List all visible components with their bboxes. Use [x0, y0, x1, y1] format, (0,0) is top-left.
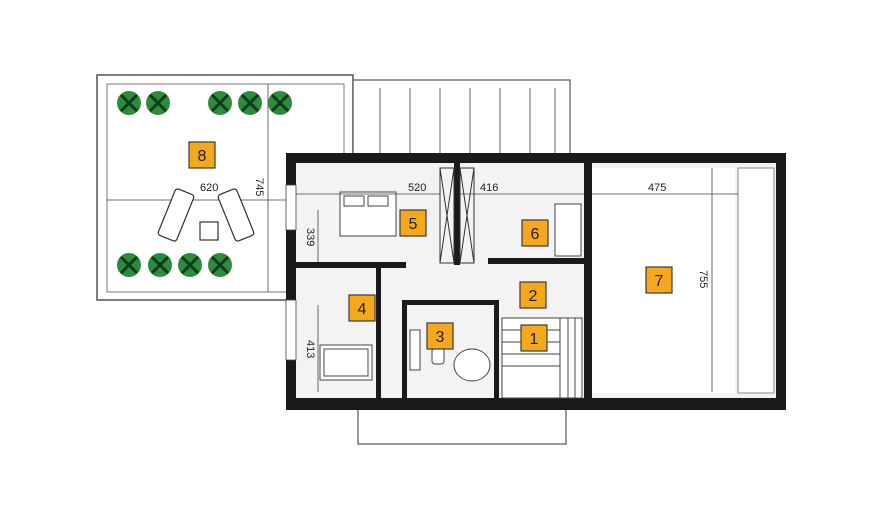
room-badge-1[interactable]: 1: [520, 324, 548, 352]
room-4-label: 4: [358, 301, 367, 318]
balcony: [357, 407, 567, 445]
dim-room5-width: 520: [408, 182, 426, 194]
dim-room6-width: 416: [480, 182, 498, 194]
room-badge-7[interactable]: 7: [645, 266, 673, 294]
dim-room5-depth: 339: [304, 228, 316, 246]
dim-terrace-depth: 745: [253, 178, 265, 196]
dim-room4-depth: 413: [304, 340, 316, 358]
lounger-left: [157, 188, 195, 242]
side-table: [199, 221, 219, 241]
plant-leaves-icon: [270, 93, 290, 113]
room-6-label: 6: [531, 226, 540, 243]
dim-terrace-width: 620: [200, 182, 218, 194]
room-badge-4[interactable]: 4: [348, 294, 376, 322]
plant-leaves-icon: [210, 93, 230, 113]
wardrobe: [439, 167, 475, 264]
plant-leaves-icon: [240, 93, 260, 113]
plants: [117, 91, 292, 277]
lounger-right: [217, 188, 255, 242]
plant-leaves-icon: [180, 255, 200, 275]
room-3-label: 3: [436, 329, 445, 346]
room-1-label: 1: [530, 331, 539, 348]
room-2-label: 2: [529, 288, 538, 305]
sofa: [319, 344, 373, 381]
room-5-label: 5: [409, 216, 418, 233]
open-area-top: [352, 79, 571, 161]
bed: [339, 191, 397, 237]
room-badge-5[interactable]: 5: [399, 209, 427, 237]
dim-room7-width: 475: [648, 182, 666, 194]
desk: [554, 203, 582, 257]
plant-leaves-icon: [210, 255, 230, 275]
dim-room7-depth: 755: [697, 270, 709, 288]
plant-leaves-icon: [148, 93, 168, 113]
room-8-label: 8: [198, 148, 207, 165]
plant-leaves-icon: [150, 255, 170, 275]
bathroom-fixtures: [409, 329, 491, 382]
plant-leaves-icon: [119, 93, 139, 113]
room-badge-3[interactable]: 3: [426, 322, 454, 350]
room-badge-8[interactable]: 8: [188, 141, 216, 169]
room-badge-2[interactable]: 2: [519, 281, 547, 309]
plant-leaves-icon: [119, 255, 139, 275]
room-badge-6[interactable]: 6: [521, 219, 549, 247]
room-7-label: 7: [655, 273, 664, 290]
